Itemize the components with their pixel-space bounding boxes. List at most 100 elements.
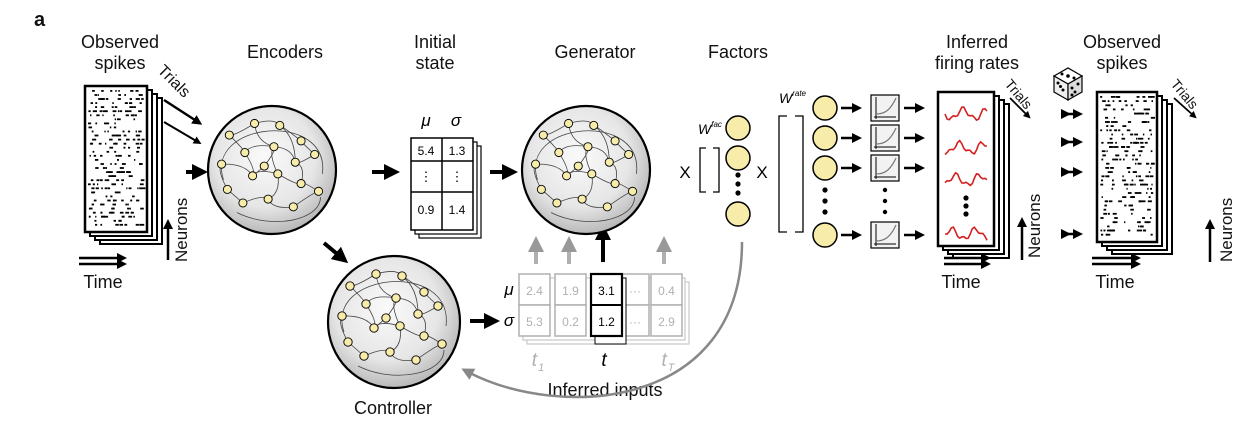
spike-mark (1138, 137, 1140, 140)
spike-mark (111, 207, 115, 210)
spike-mark (99, 179, 103, 182)
rnn-node (369, 323, 379, 333)
spike-mark (125, 110, 129, 113)
spike-mark (128, 146, 131, 149)
spike-mark (1105, 104, 1109, 107)
inferred-inputs-title: Inferred inputs (547, 380, 663, 400)
input-mu-value: 1.9 (562, 284, 579, 298)
spike-mark (1113, 221, 1118, 224)
spike-mark (1122, 179, 1126, 182)
rnn-node (531, 159, 541, 169)
spike-mark (1130, 104, 1133, 107)
spike-mark (135, 134, 139, 137)
rnn-node (275, 120, 285, 130)
feedback-arc (461, 241, 744, 399)
spike-mark (1131, 212, 1133, 215)
spike-mark (1142, 217, 1145, 219)
spike-mark (1113, 96, 1116, 98)
rnn-node (224, 130, 234, 140)
spike-mark (119, 211, 123, 214)
spike-mark (129, 207, 131, 210)
spike-mark (139, 183, 144, 186)
spike-mark (1110, 167, 1113, 169)
spike-mark (1133, 141, 1137, 144)
spike-mark (1108, 104, 1110, 107)
spike-mark (1150, 187, 1152, 190)
rnn-node (314, 186, 324, 196)
spike-mark (137, 138, 141, 141)
spike-mark (1147, 208, 1151, 211)
spike-mark (1106, 129, 1108, 132)
spike-mark (1123, 158, 1125, 161)
spike-mark (1119, 158, 1122, 161)
spike-mark (1136, 112, 1141, 115)
spike-mark (88, 215, 91, 218)
multiply-symbol: X (679, 163, 690, 182)
spike-mark (1122, 175, 1124, 178)
spike-mark (121, 183, 123, 186)
observed-spikes-left-title: Observed spikes (70, 32, 170, 74)
spike-mark (135, 223, 139, 226)
input-sigma-value: 1.2 (598, 315, 615, 329)
rnn-node (240, 148, 250, 158)
spike-mark (1121, 133, 1124, 136)
spike-mark (132, 114, 135, 117)
spike-mark (1128, 229, 1131, 232)
ellipsis-dot (735, 181, 741, 187)
rnn-node (361, 299, 371, 309)
spike-mark (1128, 204, 1133, 207)
spike-mark (95, 122, 98, 125)
factor-node (725, 145, 751, 171)
spike-mark (92, 90, 95, 92)
spike-mark (1108, 121, 1110, 123)
spike-mark (1107, 212, 1110, 215)
spike-mark (119, 110, 123, 113)
spike-mark (1112, 229, 1115, 232)
spike-mark (105, 98, 108, 100)
spike-mark (1118, 100, 1121, 102)
spike-mark (113, 114, 115, 117)
spike-mark (91, 191, 94, 194)
spike-mark (102, 114, 104, 117)
spike-mark (126, 138, 130, 141)
input-time-label: t1 (532, 350, 544, 374)
spike-mark (112, 175, 117, 177)
spike-mark (103, 98, 105, 100)
observed-spikes-right-line1: Observed (1082, 32, 1162, 52)
spike-mark (1130, 141, 1133, 144)
spike-mark (121, 199, 124, 202)
spike-mark (1100, 129, 1103, 132)
spike-mark (118, 90, 120, 92)
controller-network (326, 254, 462, 390)
spike-mark (94, 94, 97, 96)
spike-mark (118, 94, 121, 96)
spike-mark (124, 142, 127, 145)
spike-mark (1112, 212, 1117, 215)
spike-mark (93, 199, 97, 202)
spike-mark (1111, 167, 1114, 169)
rnn-node (345, 281, 355, 291)
spike-mark (1111, 121, 1115, 123)
spike-mark (138, 94, 143, 96)
rnn-node (385, 347, 395, 357)
rnn-node (554, 148, 564, 158)
spike-mark (135, 98, 139, 100)
spike-mark (1109, 229, 1114, 232)
rnn-node (624, 149, 634, 160)
spike-mark (97, 94, 99, 96)
rnn-node (628, 186, 638, 196)
spike-mark (1132, 108, 1135, 111)
encoders-title: Encoders (246, 42, 324, 62)
spike-mark (1107, 171, 1111, 173)
spike-mark (1150, 133, 1152, 136)
input-time-label: t (601, 350, 607, 371)
spike-mark (1148, 171, 1151, 173)
spike-mark (128, 187, 132, 190)
spike-mark (138, 130, 142, 133)
spike-mark (115, 154, 118, 157)
rnn-node (290, 157, 300, 167)
spike-mark (114, 122, 116, 125)
initial-state-line1: Initial (413, 32, 457, 52)
